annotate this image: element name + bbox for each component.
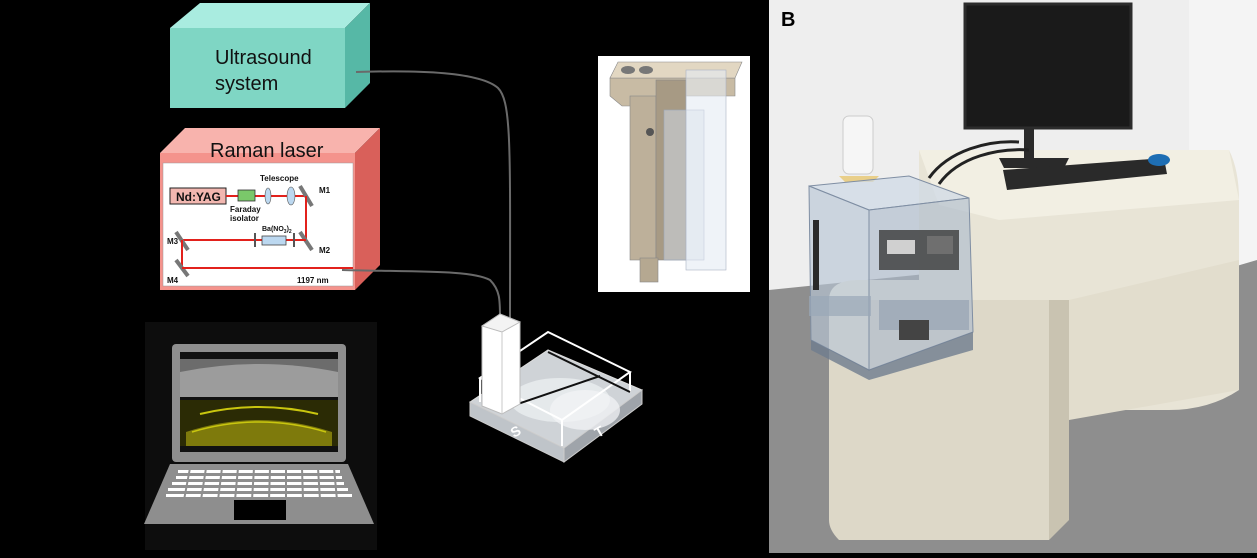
ndyag-label: Nd:YAG bbox=[176, 190, 221, 204]
system-photograph bbox=[769, 0, 1257, 553]
schematic-diagram: Nd:YAG Telescope Faraday isolator Ba(NO3… bbox=[144, 3, 750, 550]
telescope-lens-2 bbox=[286, 186, 296, 206]
probe-holder-cad bbox=[598, 56, 750, 292]
laser-labels: Nd:YAG Telescope Faraday isolator Ba(NO3… bbox=[167, 174, 331, 285]
raman-crystal bbox=[261, 235, 287, 246]
telescope-lens-1 bbox=[264, 187, 272, 205]
m4-label: M4 bbox=[167, 276, 179, 285]
laser-fiber bbox=[341, 269, 501, 319]
faraday-label-line2: isolator bbox=[230, 214, 259, 223]
m1-label: M1 bbox=[319, 186, 331, 195]
laser-optical-layout bbox=[169, 184, 353, 278]
panel-b-label: B bbox=[781, 9, 796, 31]
wavelength-label: 1197 nm bbox=[297, 276, 329, 285]
laptop-icon bbox=[144, 322, 377, 550]
ultrasound-title-line1: Ultrasound bbox=[215, 47, 312, 69]
ultrasound-cable bbox=[355, 70, 512, 331]
ultrasound-system-box bbox=[170, 3, 370, 108]
crystal-label: Ba(NO3)2 bbox=[262, 226, 292, 235]
probe-and-phantom: S T bbox=[468, 313, 643, 463]
schematic-panel: Nd:YAG Telescope Faraday isolator Ba(NO3… bbox=[144, 3, 750, 550]
telescope-label: Telescope bbox=[260, 174, 299, 183]
m3-label: M3 bbox=[167, 237, 179, 246]
faraday-label-line1: Faraday bbox=[230, 205, 261, 214]
raman-laser-title: Raman laser bbox=[210, 140, 324, 162]
m2-label: M2 bbox=[319, 246, 331, 255]
faraday-isolator bbox=[237, 189, 256, 202]
ultrasound-title-line2: system bbox=[215, 73, 279, 95]
